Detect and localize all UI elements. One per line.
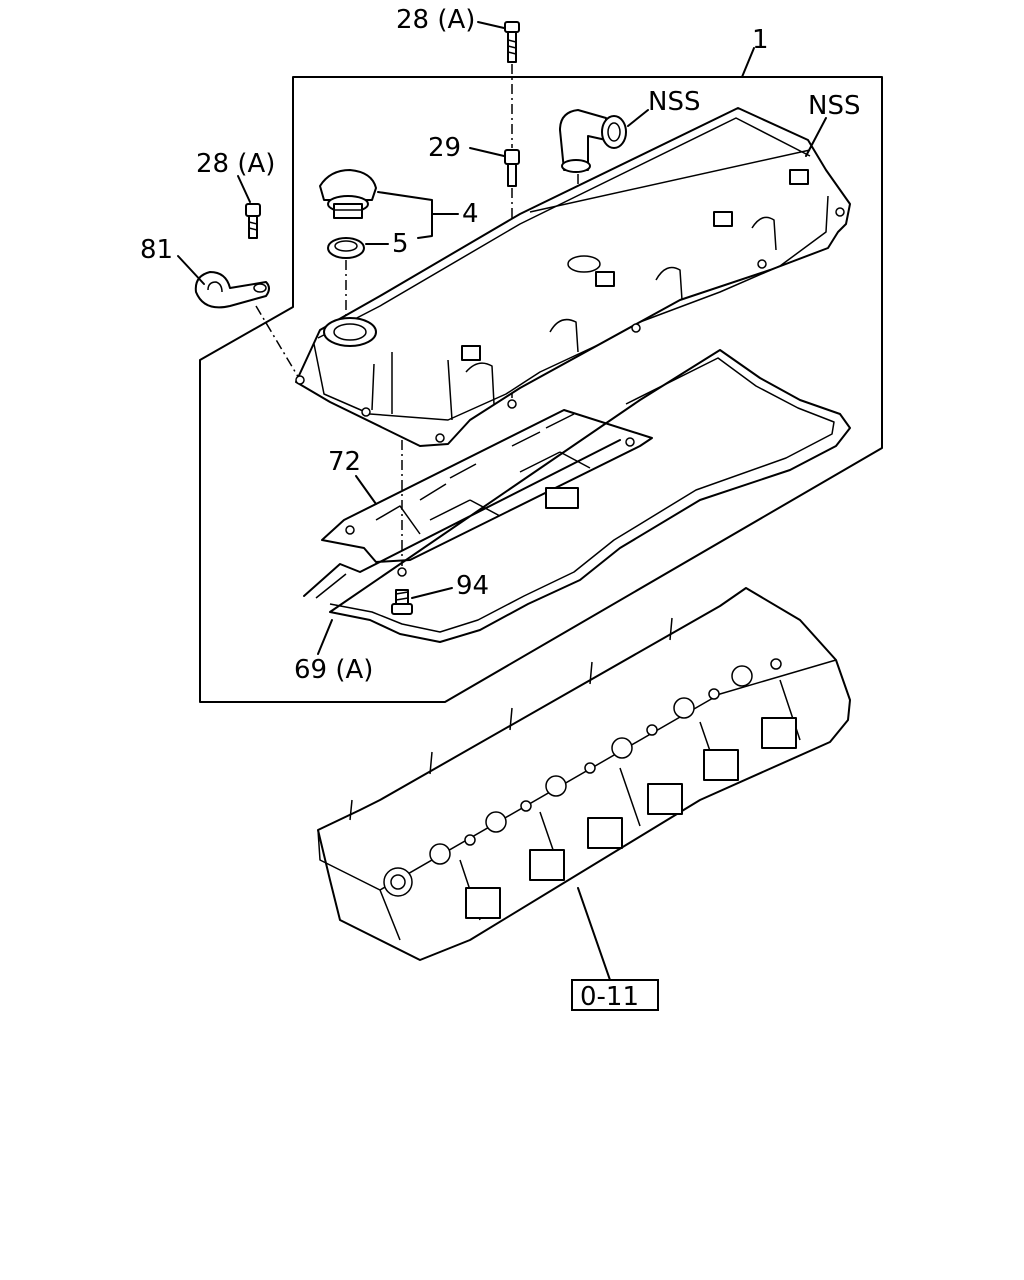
bolt-28a-top — [504, 21, 520, 63]
nss-elbow-leader — [627, 109, 649, 127]
label-bolt-29: 29 — [428, 133, 461, 163]
baffle-leader — [355, 475, 377, 505]
bolt-28a-left-leader — [237, 175, 251, 203]
cover-gasket — [303, 349, 851, 643]
harness-bracket — [194, 271, 270, 309]
cylinder-head-cover — [295, 107, 851, 447]
label-bracket-81: 81 — [140, 235, 173, 265]
label-bolt-94: 94 — [456, 571, 489, 601]
label-gasket-69a: 69 (A) — [294, 655, 373, 685]
assembly-boundary — [199, 76, 883, 703]
reference-label: 0-11 — [580, 982, 639, 1012]
assembly-leader — [741, 47, 755, 78]
cylinder-head — [317, 587, 851, 961]
reference-leader — [577, 887, 611, 981]
label-nss-cover: NSS — [808, 91, 860, 121]
bolt-28a-left — [245, 203, 261, 239]
label-bolt-28a-top: 28 (A) — [396, 5, 475, 35]
cover-gasket-inner — [315, 357, 835, 633]
label-baffle-72: 72 — [328, 447, 361, 477]
bolt-29 — [504, 149, 520, 187]
bolt-28a-top-leader — [477, 21, 505, 29]
cap-label-bracket — [377, 191, 433, 239]
bracket-leader — [177, 255, 205, 285]
label-bolt-28a-left: 28 (A) — [196, 149, 275, 179]
bolt-94 — [391, 589, 413, 615]
nss-cover-leader — [805, 117, 827, 157]
gasket-leader — [317, 619, 333, 655]
label-cap-4: 4 — [462, 199, 479, 229]
bracket-axis — [255, 305, 301, 381]
oil-baffle-plate — [321, 409, 653, 577]
reference-box — [571, 979, 659, 1011]
cap-seal-ring — [327, 237, 365, 259]
breather-elbow — [559, 109, 627, 173]
bolt-94-leader — [411, 587, 453, 599]
label-seal-5: 5 — [392, 229, 409, 259]
label-nss-elbow: NSS — [648, 87, 700, 117]
oil-filler-cap — [319, 169, 377, 219]
bolt-29-leader — [469, 147, 505, 157]
label-assembly-1: 1 — [752, 25, 769, 55]
